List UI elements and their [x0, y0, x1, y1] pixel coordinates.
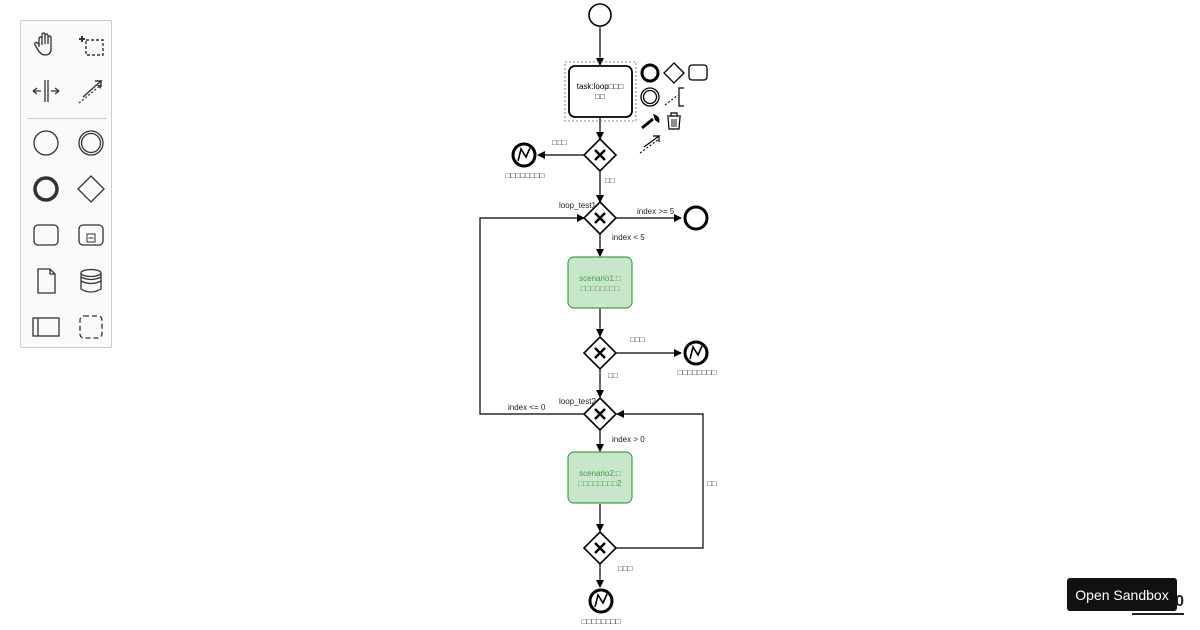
- error3-label: □□□□□□□□: [582, 617, 621, 626]
- space-tool-button[interactable]: [28, 73, 64, 109]
- error-end-event-3[interactable]: [588, 588, 614, 614]
- gw5-error-label: □□□: [618, 564, 633, 573]
- connect-icon: [78, 80, 103, 104]
- task-loop-label-line1: task:loop□□□: [577, 82, 624, 91]
- error-end-event-1[interactable]: [511, 142, 537, 168]
- gateway-check-1[interactable]: [582, 137, 618, 173]
- gateway-check-3[interactable]: [582, 530, 618, 566]
- global-connect-tool-button[interactable]: [73, 73, 109, 109]
- task-scenario-2[interactable]: [567, 451, 633, 504]
- gw3-error-label: □□□: [630, 335, 645, 344]
- lasso-tool-button[interactable]: [73, 27, 109, 63]
- task-scenario-1[interactable]: [567, 256, 633, 309]
- create-start-event-button[interactable]: [28, 125, 64, 161]
- create-group-button[interactable]: [73, 309, 109, 345]
- space-icon: [32, 80, 60, 102]
- scenario2-label-line2: □□□□□□□□2: [578, 479, 622, 488]
- pool-icon: [32, 317, 60, 337]
- task-icon: [33, 224, 59, 246]
- gateway-check-2[interactable]: [582, 335, 618, 371]
- scenario1-label-line1: scenario1:□: [579, 274, 621, 283]
- start-event-icon: [33, 130, 59, 156]
- create-data-store-button[interactable]: [73, 263, 109, 299]
- create-gateway-button[interactable]: [73, 171, 109, 207]
- loop-test2-label: loop_test2: [559, 397, 596, 406]
- error2-label: □□□□□□□□: [678, 368, 717, 377]
- end-event-icon: [33, 176, 59, 202]
- loop-test1-label: loop_test1: [559, 201, 596, 210]
- data-object-icon: [37, 268, 56, 294]
- lasso-icon: [79, 36, 104, 56]
- subprocess-icon: [78, 224, 104, 246]
- task-loop-label-line2: □□: [595, 92, 605, 101]
- append-end-event-icon[interactable]: [640, 63, 660, 83]
- create-end-event-button[interactable]: [28, 171, 64, 207]
- gw1-ok-label: □□: [605, 176, 615, 185]
- context-pad: [639, 62, 708, 154]
- change-type-icon[interactable]: [641, 114, 660, 130]
- gateway-loop-test-2[interactable]: [582, 396, 618, 432]
- open-sandbox-button[interactable]: Open Sandbox: [1067, 578, 1177, 611]
- tool-palette: [20, 20, 112, 348]
- connect-icon[interactable]: [639, 135, 661, 154]
- palette-separator: [27, 118, 107, 119]
- scenario1-label-line2: □□□□□□□□: [581, 284, 620, 293]
- sequence-flows: [479, 27, 704, 588]
- start-event[interactable]: [588, 3, 612, 27]
- gw1-error-label: □□□: [552, 138, 567, 147]
- hand-icon: [34, 32, 52, 56]
- text-annotation-icon[interactable]: [664, 87, 684, 107]
- create-data-object-button[interactable]: [28, 263, 64, 299]
- append-intermediate-event-icon[interactable]: [640, 87, 660, 107]
- gw3-ok-label: □□: [608, 371, 618, 380]
- data-store-icon: [80, 268, 102, 293]
- scenario2-label-line1: scenario2:□: [579, 469, 621, 478]
- create-task-button[interactable]: [28, 217, 64, 253]
- hand-tool-button[interactable]: [28, 27, 64, 63]
- error1-label: □□□□□□□□: [506, 171, 545, 180]
- delete-icon[interactable]: [667, 112, 681, 130]
- cond-index-le0-label: index <= 0: [508, 403, 546, 412]
- append-task-icon[interactable]: [688, 64, 708, 81]
- create-subprocess-button[interactable]: [73, 217, 109, 253]
- task-loop[interactable]: [568, 65, 633, 118]
- flow-gw5-to-looptest2[interactable]: [616, 410, 704, 549]
- error-end-event-2[interactable]: [683, 340, 709, 366]
- gateway-loop-test-1[interactable]: [582, 200, 618, 236]
- intermediate-event-icon: [78, 130, 104, 156]
- corner-watermark: 0: [1132, 591, 1184, 615]
- append-gateway-icon[interactable]: [663, 62, 685, 84]
- cond-index-gt0-label: index > 0: [612, 435, 645, 444]
- end-event[interactable]: [683, 205, 709, 231]
- flow-looptest2-to-looptest1[interactable]: [479, 214, 585, 415]
- cond-index-ge5-label: index >= 5: [637, 207, 675, 216]
- group-icon: [79, 315, 103, 339]
- cond-index-lt5-label: index < 5: [612, 233, 645, 242]
- selection-outline: [564, 61, 637, 122]
- create-intermediate-event-button[interactable]: [73, 125, 109, 161]
- gw5-loop-label: □□: [707, 479, 717, 488]
- gateway-icon: [77, 175, 105, 203]
- create-pool-button[interactable]: [28, 309, 64, 345]
